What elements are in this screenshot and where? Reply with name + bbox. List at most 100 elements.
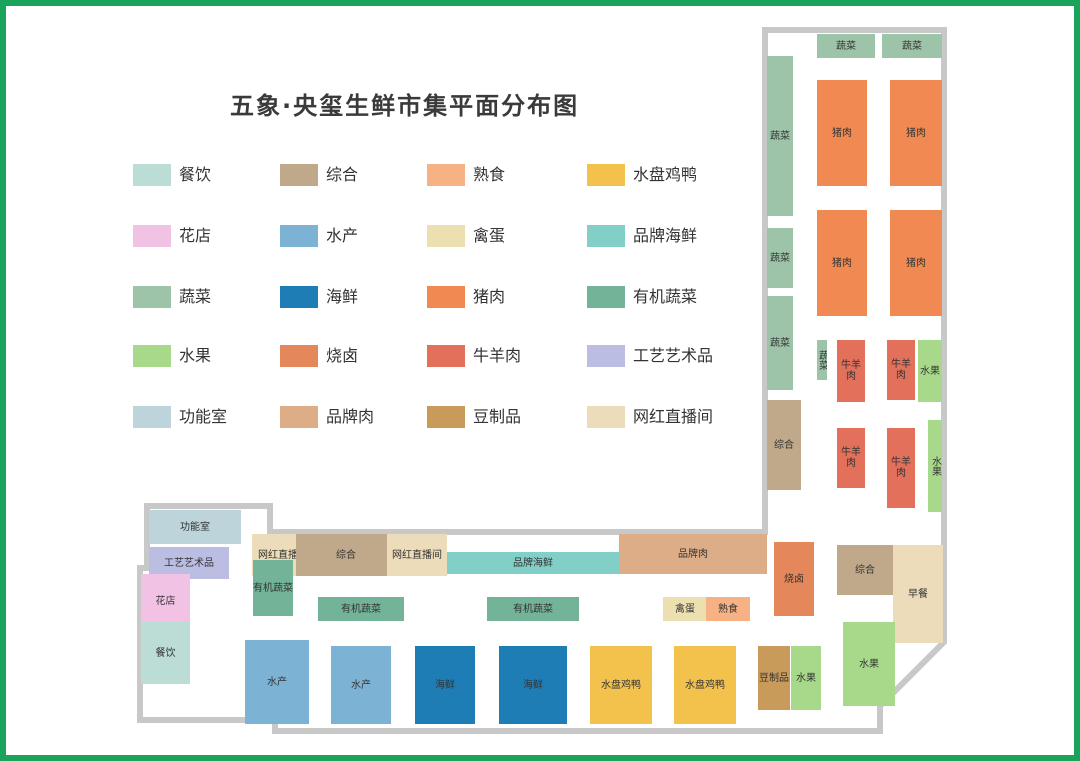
legend-swatch — [587, 286, 625, 308]
stall: 水果 — [791, 646, 821, 710]
legend-swatch — [133, 286, 171, 308]
stall: 工艺艺术品 — [149, 547, 229, 579]
stall: 豆制品 — [758, 646, 790, 710]
stall-label: 工艺艺术品 — [164, 557, 214, 569]
stall-label: 综合 — [774, 439, 794, 451]
stall: 花店 — [141, 574, 190, 628]
legend-label: 网红直播间 — [633, 407, 714, 426]
legend-label: 蔬菜 — [179, 287, 212, 306]
legend-swatch — [133, 164, 171, 186]
legend-label: 综合 — [326, 165, 359, 184]
stall: 餐饮 — [141, 622, 190, 684]
stall-label: 水盘鸡鸭 — [601, 679, 641, 691]
legend-item: 海鲜 — [280, 284, 420, 310]
stall-label: 水果 — [929, 456, 941, 476]
legend-item: 餐饮 — [133, 162, 273, 188]
legend-label: 有机蔬菜 — [633, 287, 698, 306]
legend-label: 品牌肉 — [326, 407, 375, 426]
stall: 烧卤 — [774, 542, 814, 616]
stall-label: 蔬菜 — [770, 252, 790, 264]
legend-label: 花店 — [179, 226, 212, 245]
legend-swatch — [427, 286, 465, 308]
legend-swatch — [280, 406, 318, 428]
legend-label: 猪肉 — [473, 287, 506, 306]
stall-label: 牛羊肉 — [841, 447, 861, 469]
stall: 早餐 — [893, 545, 943, 643]
stall-label: 海鲜 — [523, 679, 543, 691]
stall: 综合 — [767, 400, 801, 490]
stall-label: 水产 — [351, 679, 371, 691]
legend-swatch — [587, 406, 625, 428]
stall-label: 有机蔬菜 — [513, 603, 553, 615]
legend-item: 水盘鸡鸭 — [587, 162, 727, 188]
stall-label: 熟食 — [718, 603, 738, 615]
legend-label: 海鲜 — [326, 287, 359, 306]
legend-item: 蔬菜 — [133, 284, 273, 310]
legend-label: 水产 — [326, 226, 359, 245]
stall-label: 水产 — [267, 676, 287, 688]
legend-item: 工艺艺术品 — [587, 343, 727, 369]
stall: 蔬菜 — [882, 34, 942, 58]
legend-swatch — [280, 164, 318, 186]
legend-item: 猪肉 — [427, 284, 567, 310]
stall: 功能室 — [149, 510, 241, 544]
legend-label: 品牌海鲜 — [633, 226, 698, 245]
stall-label: 早餐 — [908, 588, 928, 600]
legend-label: 豆制品 — [473, 407, 522, 426]
stall: 水盘鸡鸭 — [674, 646, 736, 724]
stall-label: 猪肉 — [906, 127, 926, 139]
legend-swatch — [280, 345, 318, 367]
stall-label: 禽蛋 — [675, 603, 695, 615]
stall-label: 功能室 — [180, 521, 210, 533]
legend-swatch — [280, 225, 318, 247]
legend-item: 花店 — [133, 223, 273, 249]
legend-swatch — [427, 345, 465, 367]
stall: 品牌肉 — [619, 534, 767, 574]
legend-swatch — [427, 406, 465, 428]
legend-label: 禽蛋 — [473, 226, 506, 245]
stall-label: 牛羊肉 — [841, 360, 861, 382]
stall: 水产 — [331, 646, 391, 724]
stall-label: 水果 — [796, 672, 816, 684]
legend-item: 水果 — [133, 343, 273, 369]
legend-swatch — [587, 164, 625, 186]
stall-label: 有机蔬菜 — [341, 603, 381, 615]
stall: 水果 — [928, 420, 942, 512]
stall-label: 牛羊肉 — [891, 359, 911, 381]
legend-swatch — [280, 286, 318, 308]
stall-label: 蔬菜 — [836, 40, 856, 52]
stall-label: 水盘鸡鸭 — [685, 679, 725, 691]
stall: 猪肉 — [817, 210, 867, 316]
legend-swatch — [587, 345, 625, 367]
stall: 水盘鸡鸭 — [590, 646, 652, 724]
legend-swatch — [133, 406, 171, 428]
stall-label: 网红直播间 — [258, 549, 308, 561]
stall: 牛羊肉 — [837, 428, 865, 488]
stall-label: 有机蔬菜 — [253, 582, 293, 594]
stall: 蔬菜 — [817, 340, 827, 380]
stall: 禽蛋 — [663, 597, 707, 621]
stall: 猪肉 — [817, 80, 867, 186]
legend-item: 品牌肉 — [280, 404, 420, 430]
legend-swatch — [133, 345, 171, 367]
legend-item: 网红直播间 — [587, 404, 727, 430]
legend-label: 水盘鸡鸭 — [633, 165, 698, 184]
stall-label: 海鲜 — [435, 679, 455, 691]
stall: 网红直播间 — [387, 534, 447, 576]
stall: 猪肉 — [890, 210, 942, 316]
stall: 有机蔬菜 — [487, 597, 579, 621]
stall-label: 品牌肉 — [678, 548, 708, 560]
stall-label: 综合 — [855, 564, 875, 576]
legend-item: 熟食 — [427, 162, 567, 188]
legend-item: 综合 — [280, 162, 420, 188]
stall: 综合 — [296, 534, 396, 576]
legend-label: 烧卤 — [326, 346, 359, 365]
stall: 蔬菜 — [767, 228, 793, 288]
stall-label: 餐饮 — [155, 647, 176, 659]
stall-label: 蔬菜 — [902, 40, 922, 52]
stall-label: 综合 — [336, 549, 356, 561]
stall-label: 猪肉 — [906, 257, 926, 269]
stall-label: 网红直播间 — [392, 549, 442, 561]
